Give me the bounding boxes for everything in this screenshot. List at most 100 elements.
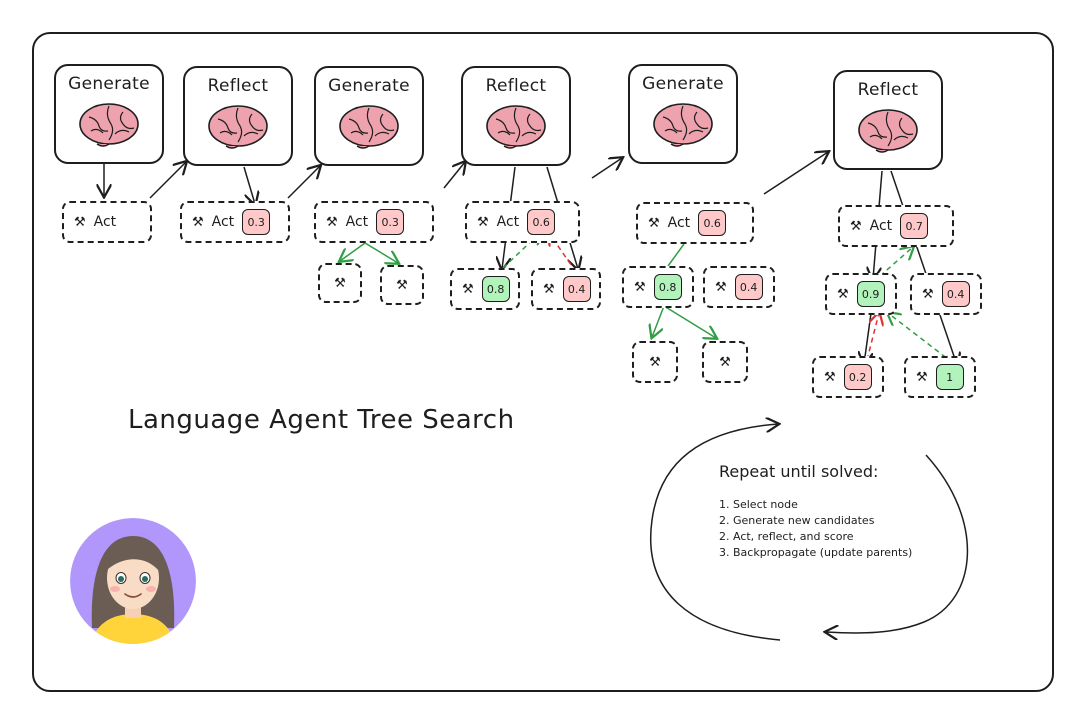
repeat-panel: Repeat until solved: 1. Select node 2. G… — [719, 462, 912, 561]
tool-icon: ⚒ — [326, 214, 338, 230]
child-node: ⚒ 0.4 — [703, 266, 775, 308]
repeat-step: 1. Select node — [719, 498, 798, 511]
candidate-node: ⚒ — [380, 265, 424, 305]
score-badge: 0.8 — [653, 274, 682, 300]
candidate-node: ⚒ — [632, 341, 678, 383]
stage-label: Reflect — [485, 76, 547, 96]
diagram-frame — [32, 32, 1054, 692]
loop-arrow-left — [650, 424, 780, 641]
candidate-node: ⚒ — [702, 341, 748, 383]
tool-icon: ⚒ — [824, 369, 836, 385]
arrow-reflect-to-score — [243, 166, 255, 204]
act-label: Act — [345, 214, 369, 230]
act-label: Act — [211, 214, 235, 230]
act-node: ⚒ Act — [62, 201, 152, 243]
score-badge: 0.6 — [527, 209, 556, 235]
green-arrow-gen-3-right — [663, 305, 716, 338]
brain-icon — [79, 103, 139, 147]
tool-icon: ⚒ — [649, 354, 661, 370]
act-label: Act — [667, 215, 691, 231]
stage-label: Generate — [328, 76, 410, 96]
arrow-reflect-to-leaf — [890, 170, 957, 365]
act-label: Act — [93, 214, 117, 230]
child-node: ⚒ 0.4 — [910, 273, 982, 315]
leaf-node: ⚒ 0.2 — [812, 356, 884, 398]
score-badge: 0.6 — [698, 210, 727, 236]
repeat-steps: 1. Select node 2. Generate new candidate… — [719, 497, 912, 561]
child-node: ⚒ 0.8 — [622, 266, 694, 308]
tool-icon: ⚒ — [719, 354, 731, 370]
tool-icon: ⚒ — [850, 218, 862, 234]
stage-generate-3: Generate — [628, 64, 738, 164]
stage-generate-1: Generate — [54, 64, 164, 164]
arrow-to-reflect-3 — [763, 152, 828, 195]
stage-reflect-2: Reflect — [461, 66, 571, 166]
leaf-node: ⚒ 1 — [904, 356, 976, 398]
child-node: ⚒ 0.8 — [450, 268, 520, 310]
stage-label: Reflect — [207, 76, 269, 96]
brain-icon — [339, 105, 399, 149]
brain-icon — [486, 105, 546, 149]
arrow-to-generate-2 — [287, 166, 320, 199]
stage-reflect-1: Reflect — [183, 66, 293, 166]
score-badge: 0.9 — [856, 281, 885, 307]
avatar — [70, 518, 196, 644]
score-badge: 1 — [935, 364, 964, 390]
green-arrow-gen-right — [364, 242, 398, 263]
tool-icon: ⚒ — [192, 214, 204, 230]
brain-icon — [208, 105, 268, 149]
tool-icon: ⚒ — [543, 281, 555, 297]
green-backprop-root — [879, 247, 913, 277]
repeat-step: 2. Generate new candidates — [719, 514, 875, 527]
score-badge: 0.4 — [941, 281, 970, 307]
score-badge: 0.3 — [242, 209, 271, 235]
repeat-step: 2. Act, reflect, and score — [719, 530, 854, 543]
tool-icon: ⚒ — [634, 279, 646, 295]
act-label: Act — [496, 214, 520, 230]
tool-icon: ⚒ — [396, 277, 408, 293]
score-badge: 0.2 — [843, 364, 872, 390]
tool-icon: ⚒ — [715, 279, 727, 295]
act-node: ⚒ Act 0.7 — [838, 205, 954, 247]
score-badge: 0.7 — [900, 213, 929, 239]
tool-icon: ⚒ — [477, 214, 489, 230]
stage-reflect-3: Reflect — [833, 70, 943, 170]
loop-arrow-right — [826, 454, 969, 633]
tool-icon: ⚒ — [916, 369, 928, 385]
green-arrow-gen-3-left — [652, 305, 665, 337]
green-line-to-child — [667, 243, 685, 267]
diagram-title: Language Agent Tree Search — [128, 405, 515, 435]
stage-generate-2: Generate — [314, 66, 424, 166]
repeat-step: 3. Backpropagate (update parents) — [719, 546, 913, 559]
child-node: ⚒ 0.9 — [825, 273, 897, 315]
act-label: Act — [869, 218, 893, 234]
child-node: ⚒ 0.4 — [531, 268, 601, 310]
stage-label: Generate — [68, 74, 150, 94]
tool-icon: ⚒ — [462, 281, 474, 297]
tool-icon: ⚒ — [922, 286, 934, 302]
candidate-node: ⚒ — [318, 263, 362, 303]
score-badge: 0.4 — [734, 274, 763, 300]
act-node: ⚒ Act 0.3 — [314, 201, 434, 243]
stage-label: Reflect — [857, 80, 919, 100]
act-node: ⚒ Act 0.6 — [465, 201, 580, 243]
green-backprop-leaf — [888, 313, 954, 364]
act-node: ⚒ Act 0.3 — [180, 201, 290, 243]
repeat-heading: Repeat until solved: — [719, 462, 879, 481]
red-backprop-leaf — [866, 313, 879, 361]
score-badge: 0.4 — [562, 276, 591, 302]
brain-icon — [858, 109, 918, 153]
arrow-to-generate-3 — [591, 158, 622, 179]
score-badge: 0.3 — [376, 209, 405, 235]
tool-icon: ⚒ — [74, 214, 86, 230]
brain-icon — [653, 103, 713, 147]
stage-label: Generate — [642, 74, 724, 94]
green-arrow-gen-left — [340, 242, 366, 261]
tool-icon: ⚒ — [837, 286, 849, 302]
tool-icon: ⚒ — [648, 215, 660, 231]
arrow-to-reflect-2 — [443, 162, 465, 189]
score-badge: 0.8 — [481, 276, 510, 302]
act-node: ⚒ Act 0.6 — [636, 202, 754, 244]
tool-icon: ⚒ — [334, 275, 346, 291]
arrow-act-to-reflect — [149, 162, 186, 199]
